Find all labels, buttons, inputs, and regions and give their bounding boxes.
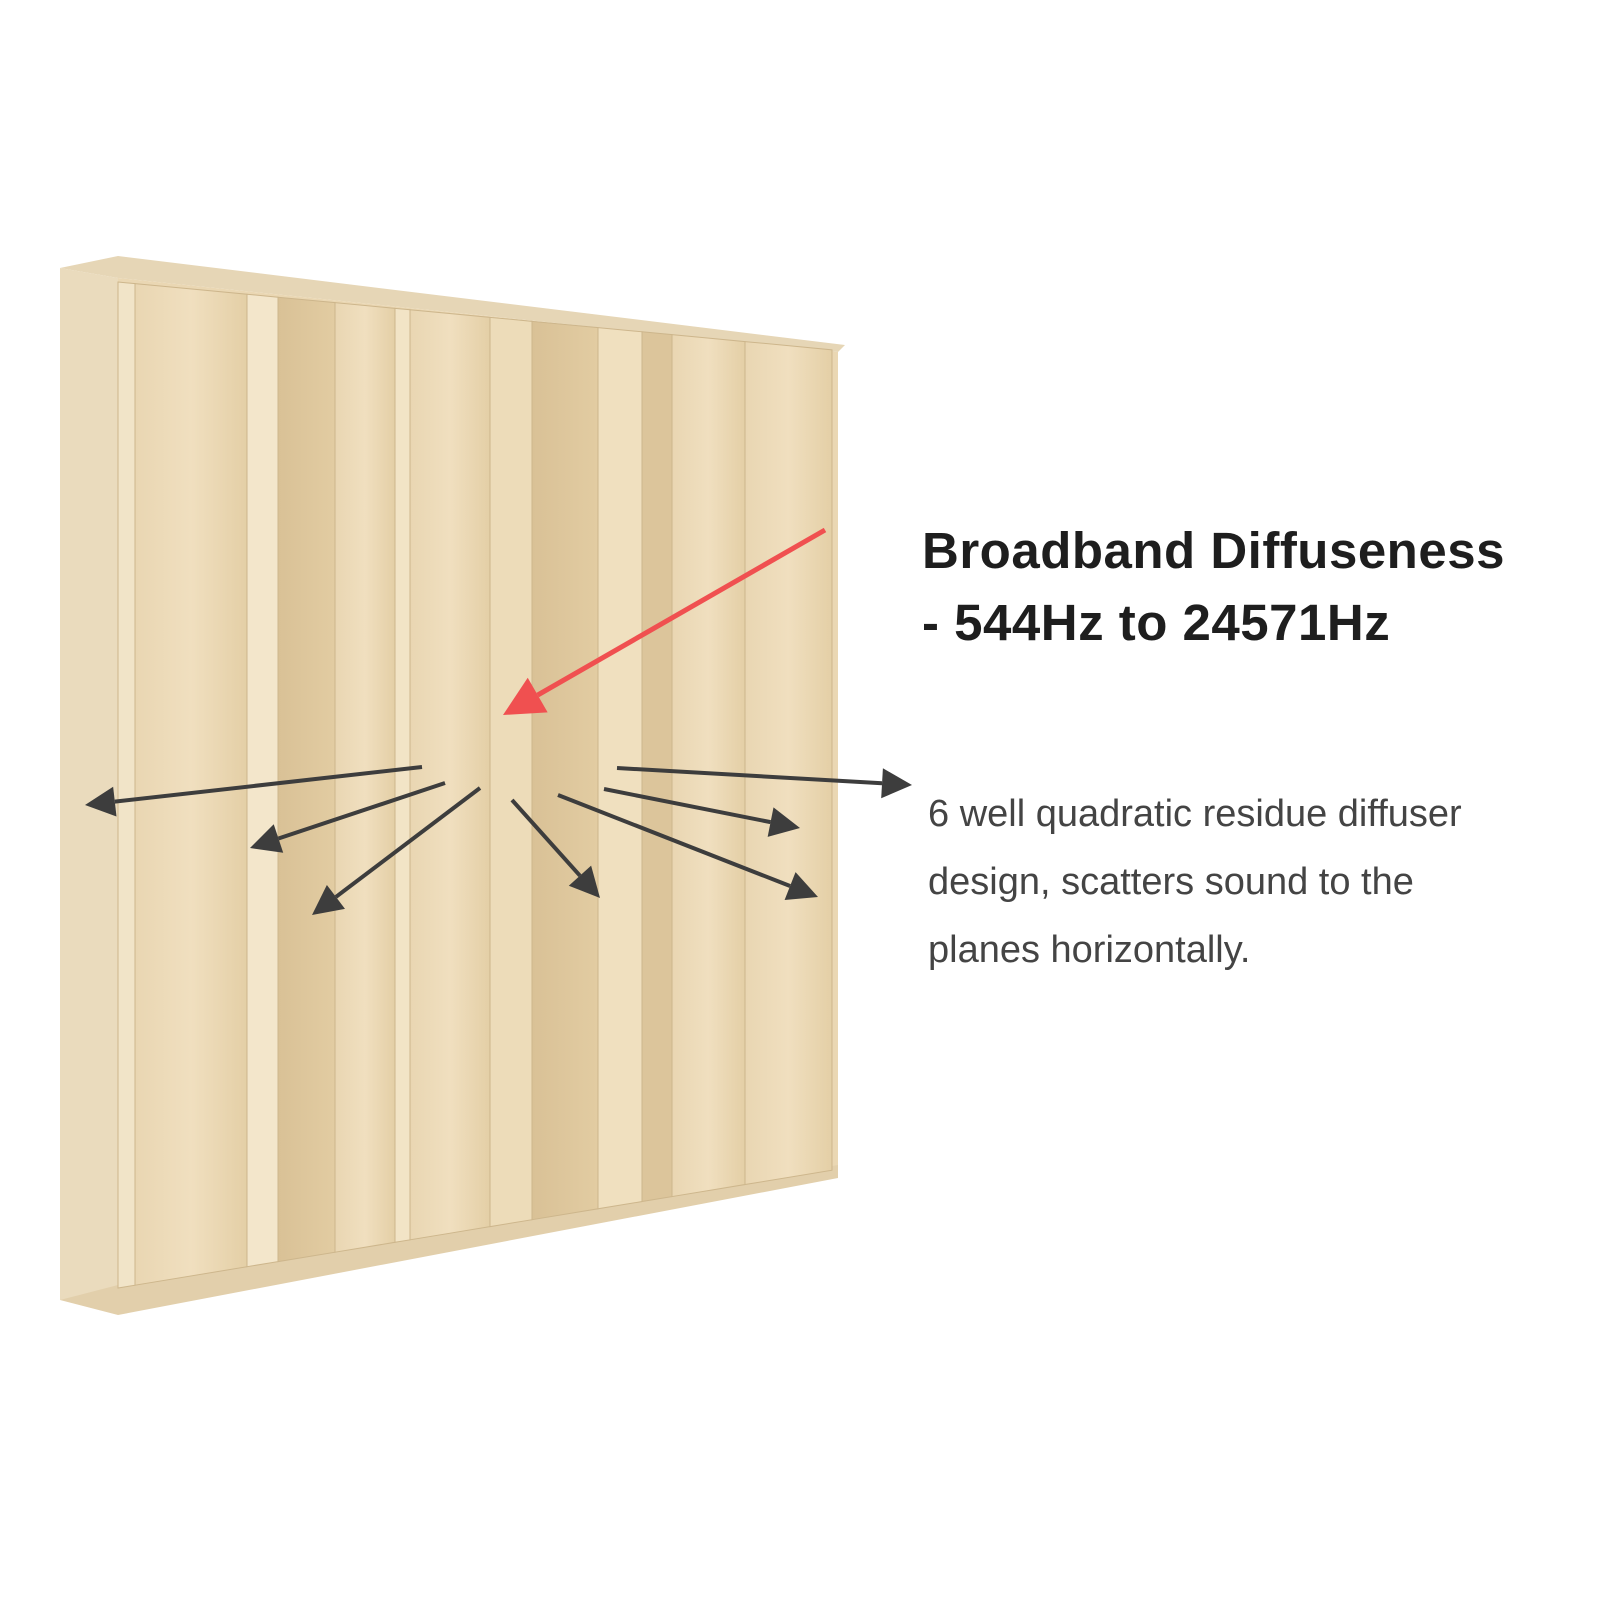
diffuser-well (531, 320, 599, 1221)
scatter-arrow-head-icon (312, 884, 345, 915)
scatter-arrow-shaft (277, 781, 446, 841)
panel-frame-bottom (60, 1165, 838, 1315)
description-line-3: planes horizontally. (928, 929, 1251, 971)
panel-frame-top (60, 256, 845, 352)
panel-frame-side (60, 268, 118, 1300)
scatter-arrow-head-icon (767, 807, 800, 837)
scatter-arrow-shaft (557, 793, 791, 888)
scatter-arrow-head-icon (784, 872, 818, 901)
scatter-arrow-head-icon (568, 865, 600, 898)
heading-line-2: - 544Hz to 24571Hz (922, 594, 1391, 651)
diffuser-well (117, 281, 136, 1289)
diffuser-well (489, 316, 533, 1228)
scatter-arrow-head-icon (250, 824, 284, 853)
highlight-arrow-head-icon (503, 677, 548, 715)
diffuser-well (394, 307, 411, 1243)
scatter-arrow-shaft (114, 765, 423, 804)
scatter-arrow-head-icon (85, 786, 117, 817)
diffuser-well (641, 331, 673, 1203)
scatter-arrow-shaft (616, 766, 883, 786)
scatter-arrow-head-icon (881, 768, 912, 799)
diffuser-well (246, 293, 279, 1268)
diffuser-well (671, 334, 746, 1198)
scatter-arrow-shaft (510, 798, 582, 878)
description-line-2: design, scatters sound to the (928, 861, 1414, 903)
diffuser-well (134, 283, 248, 1286)
diffuser-well (744, 341, 833, 1186)
heading-line-1: Broadband Diffuseness (922, 522, 1505, 579)
highlight-arrow-shaft (536, 527, 827, 698)
wooden-panel (60, 256, 845, 1315)
scatter-arrow-shaft (603, 787, 771, 825)
scatter-arrow-shaft (334, 786, 482, 899)
feature-heading: Broadband Diffuseness - 544Hz to 24571Hz (922, 515, 1505, 659)
description-line-1: 6 well quadratic residue diffuser (928, 793, 1462, 835)
diffuser-well (409, 309, 491, 1241)
feature-description: 6 well quadratic residue diffuser design… (928, 780, 1462, 984)
